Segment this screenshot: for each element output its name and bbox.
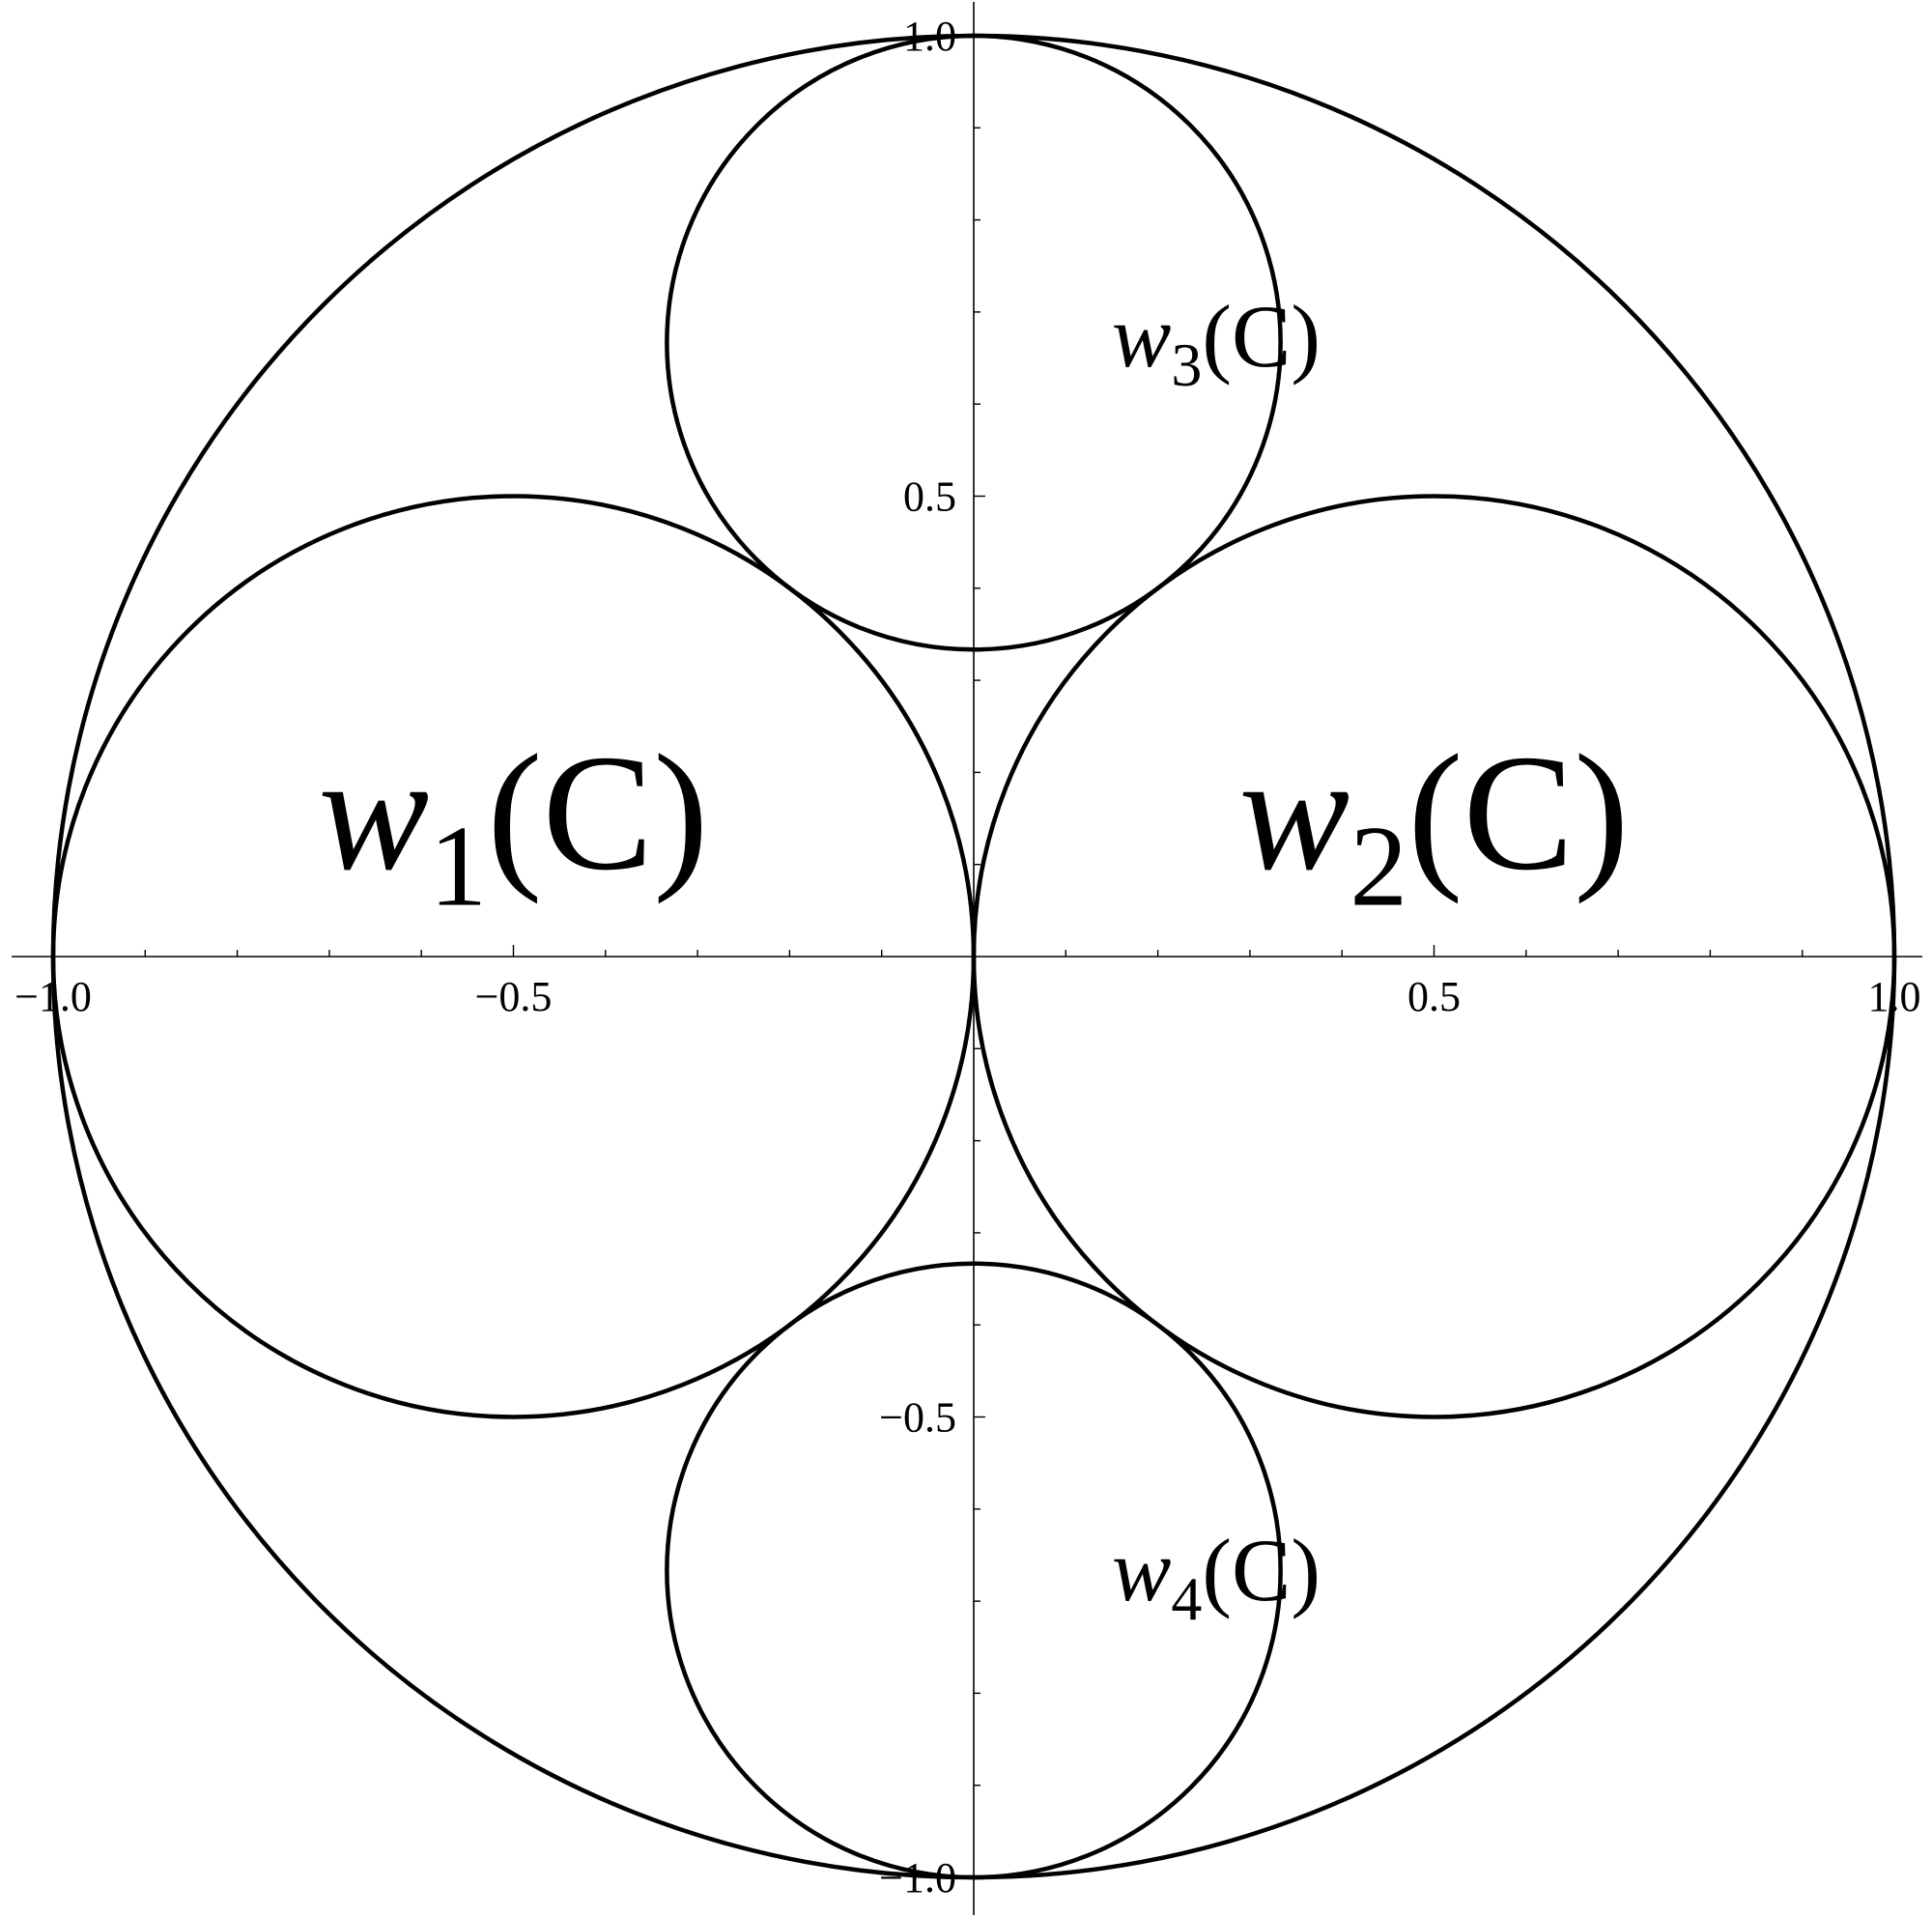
label-w2-c: w2(C) (1238, 722, 1629, 930)
label-w1-c: w1(C) (318, 722, 708, 930)
axes (12, 2, 1922, 1915)
label-w4-c: w4(C) (1112, 1521, 1321, 1633)
y-tick-label: 0.5 (903, 473, 956, 521)
y-tick-label: 1.0 (903, 13, 956, 60)
y-tick-label: −0.5 (879, 1394, 956, 1442)
x-tick-label: 1.0 (1868, 973, 1921, 1020)
x-tick-label: −0.5 (475, 973, 553, 1020)
circle-w4c (665, 1261, 1283, 1880)
y-tick-label: −1.0 (879, 1854, 956, 1902)
label-w3-c: w3(C) (1112, 287, 1321, 399)
circle-w2c (971, 494, 1897, 1419)
x-tick-label: −1.0 (14, 973, 92, 1020)
circles (50, 33, 1897, 1880)
region-labels: w1(C) w2(C) w3(C) w4(C) (318, 287, 1629, 1633)
tick-labels: −1.0 −0.5 0.5 1.0 1.0 0.5 −0.5 −1.0 (14, 13, 1920, 1902)
circle-w3c (665, 33, 1283, 652)
x-tick-label: 0.5 (1407, 973, 1461, 1020)
